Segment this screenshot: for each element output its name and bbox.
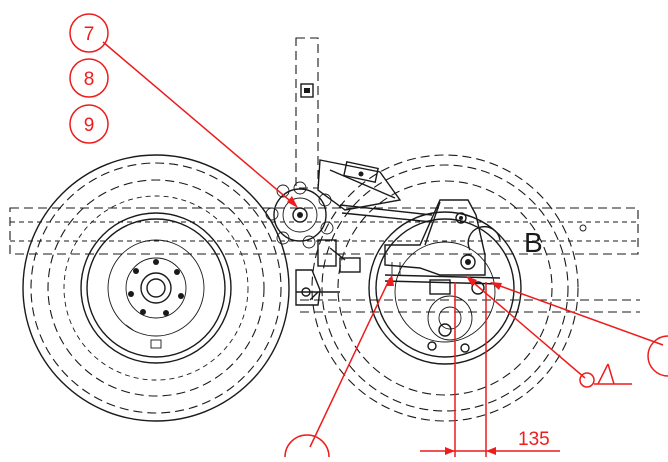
dimension-135: 135	[420, 282, 560, 457]
leader-lines	[102, 41, 664, 448]
balloon-cropped-right	[647, 335, 668, 377]
dimension-value: 135	[518, 429, 550, 450]
arm-linkage	[295, 159, 433, 306]
view-label: B	[524, 227, 543, 258]
svg-text:8: 8	[84, 69, 95, 90]
balloon-8: 8	[69, 58, 109, 98]
left-wheel	[22, 154, 290, 422]
balloon-7: 7	[69, 13, 109, 53]
chassis-frame	[9, 207, 640, 313]
bracket-plate	[384, 199, 501, 295]
vertical-mast	[295, 37, 319, 189]
weld-symbol	[579, 363, 632, 388]
svg-text:9: 9	[84, 115, 95, 136]
svg-text:7: 7	[84, 24, 95, 45]
sprocket	[265, 181, 334, 249]
balloon-9: 9	[69, 104, 109, 144]
balloon-cropped-bottom	[284, 434, 330, 458]
right-wheel	[311, 154, 579, 422]
